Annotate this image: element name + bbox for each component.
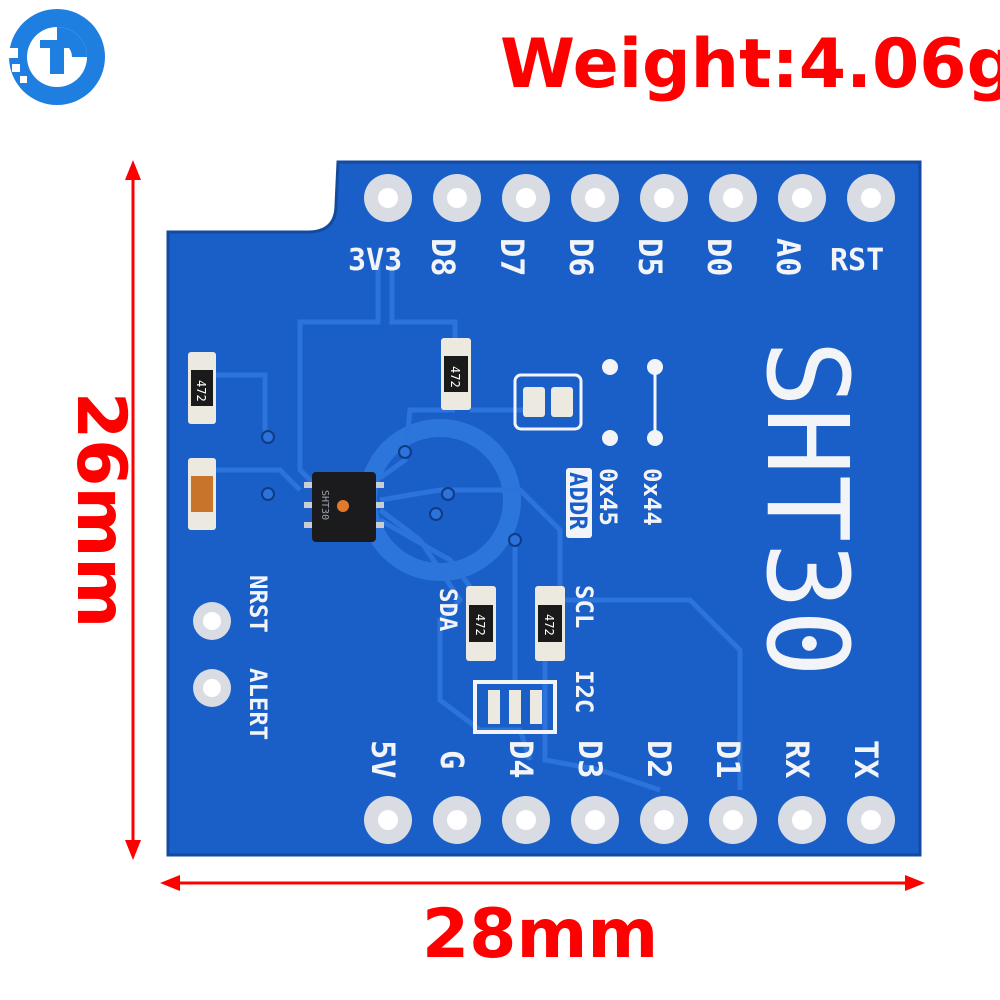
scl-label: SCL (570, 585, 598, 628)
pin-label-rst: RST (830, 243, 884, 278)
pin-label-g: G (433, 750, 471, 769)
addr-jumper (566, 359, 663, 538)
resistor-code-r1: 472 (194, 380, 208, 402)
width-dimension-arrow (160, 875, 925, 891)
addr-option-0x44: 0x44 (638, 468, 666, 526)
pin-label-d7: D7 (493, 238, 531, 277)
pin-label-d0: D0 (700, 238, 738, 277)
bottom-pin-labels: 5V G D4 D3 D2 D1 RX TX (364, 740, 885, 779)
pcb-vias (261, 430, 522, 547)
smd-components (188, 338, 583, 734)
pin-label-d5: D5 (631, 238, 669, 277)
pin-label-tx: TX (847, 740, 885, 779)
pin-label-rx: RX (778, 740, 816, 779)
i2c-label: I2C (570, 670, 598, 713)
board-title: SHT30 (741, 340, 871, 677)
chip-marking: SHT30 (319, 490, 330, 520)
pin-label-3v3: 3V3 (348, 243, 402, 278)
height-annotation: 26mm (61, 391, 140, 629)
bottom-pin-pads (364, 796, 895, 844)
resistor-code-r3: 472 (473, 614, 487, 636)
sda-label: SDA (434, 588, 462, 632)
addr-option-0x45: 0x45 (594, 468, 622, 526)
width-annotation: 28mm (421, 895, 659, 974)
nrst-label: NRST (244, 575, 272, 633)
resistor-code-r2: 472 (448, 366, 462, 388)
top-pin-labels: 3V3 D8 D7 D6 D5 D0 A0 RST (348, 238, 884, 278)
side-labels: NRST ALERT (244, 575, 272, 740)
side-pin-pads (193, 602, 231, 707)
pin-label-5v: 5V (364, 740, 402, 779)
brand-logo-icon (8, 9, 105, 105)
pin-label-d4: D4 (502, 740, 540, 779)
pin-label-d1: D1 (709, 740, 747, 779)
resistor-codes: 472 472 472 472 (194, 366, 556, 636)
pin-label-a0: A0 (769, 238, 807, 277)
sensor-chip-icon (304, 472, 384, 542)
alert-label: ALERT (244, 668, 272, 740)
height-dimension-arrow (125, 160, 141, 860)
pin-label-d2: D2 (640, 740, 678, 779)
resistor-code-r4: 472 (542, 614, 556, 636)
pcb-board (166, 160, 922, 857)
pin-label-d8: D8 (424, 238, 462, 277)
pin-label-d3: D3 (571, 740, 609, 779)
addr-labels: ADDR 0x45 0x44 (564, 468, 666, 530)
addr-label: ADDR (564, 472, 592, 530)
bus-labels: SDA SCL I2C (434, 585, 598, 713)
weight-annotation: Weight:4.06g (500, 25, 1000, 104)
pin-label-d6: D6 (562, 238, 600, 277)
top-pin-pads (364, 174, 895, 222)
